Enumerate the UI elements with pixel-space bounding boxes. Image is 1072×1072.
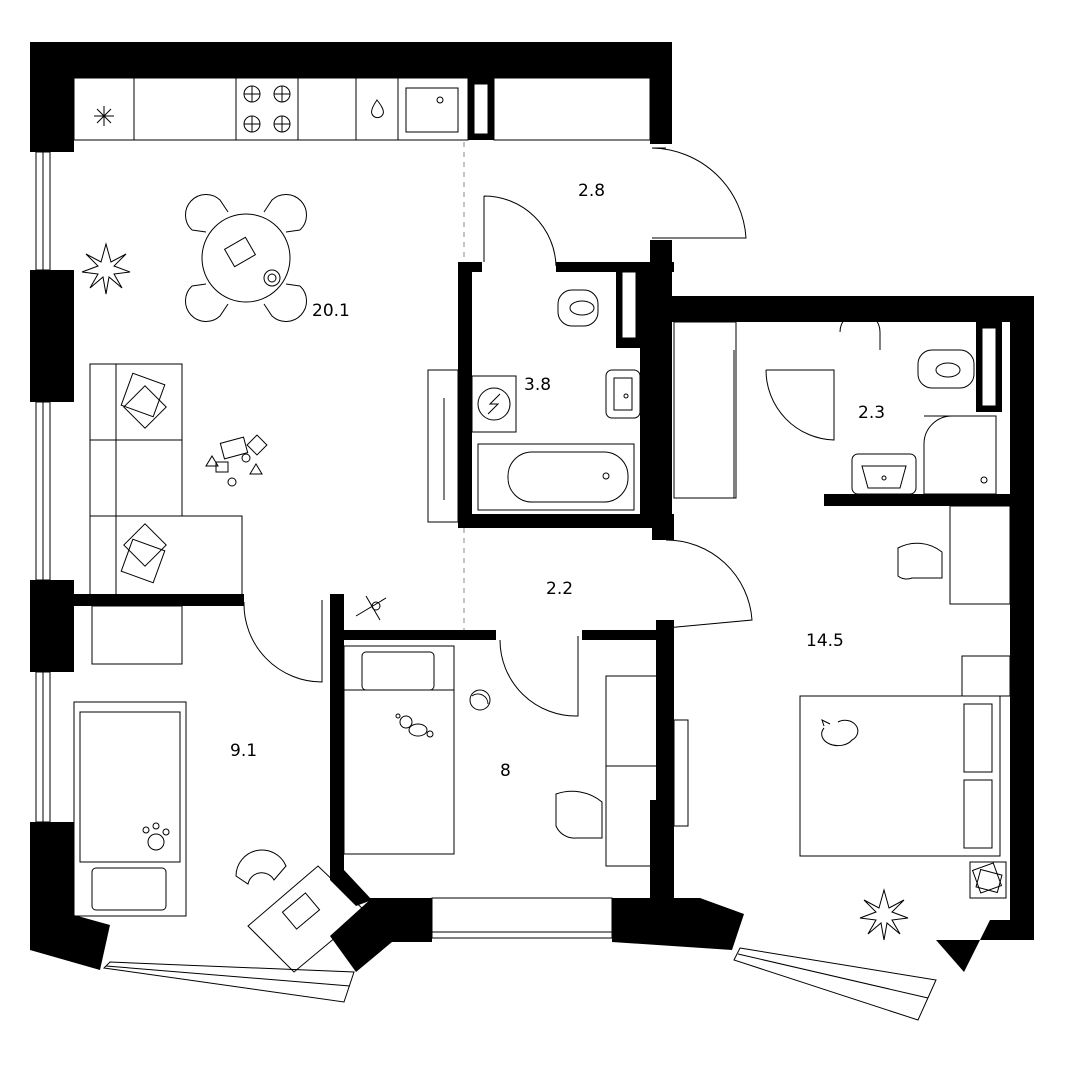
main-desk — [949, 505, 1011, 605]
sink-icon — [371, 99, 384, 119]
room-area-hall-top: 2.8 — [578, 181, 605, 201]
entrance-door[interactable] — [651, 147, 747, 239]
room-area-wc: 2.3 — [858, 403, 885, 423]
plant-icon — [81, 242, 131, 295]
desk-icon — [247, 865, 367, 973]
sofa-icon — [89, 363, 243, 597]
pawprint — [142, 822, 170, 851]
main-bed — [799, 655, 1011, 857]
bath-sink — [605, 369, 641, 419]
walls — [30, 42, 1034, 972]
bed-icon — [73, 701, 187, 917]
left-bedroom-door[interactable] — [243, 600, 323, 683]
wc-door[interactable] — [765, 369, 835, 441]
teddy-icon — [395, 713, 434, 738]
room-area-main: 14.5 — [806, 631, 844, 651]
washing-machine-icon — [427, 369, 517, 523]
room-area-hall-center: 2.2 — [546, 579, 573, 599]
room-area-living: 20.1 — [312, 301, 350, 321]
kids-desk — [605, 675, 665, 867]
windows — [35, 77, 937, 1021]
ball-icon — [469, 689, 491, 711]
shower-icon — [923, 415, 997, 495]
bathtub-icon — [477, 443, 635, 511]
tv-unit — [673, 719, 689, 827]
dining-table-icon — [185, 194, 307, 322]
chair-icon — [235, 849, 287, 885]
plane-toy-icon — [355, 595, 387, 621]
toilet-icon — [557, 289, 599, 327]
snowflake-icon — [94, 106, 114, 126]
kids-bed — [343, 645, 455, 855]
wc-sink — [851, 453, 917, 495]
kids-door[interactable] — [499, 636, 579, 717]
room-area-left-bedroom: 9.1 — [230, 741, 257, 761]
hob-icon — [235, 77, 299, 141]
sink-basin — [405, 87, 459, 133]
cat-icon — [821, 719, 859, 747]
wardrobe-left — [91, 605, 183, 665]
bathroom-door[interactable] — [483, 195, 557, 267]
main-chair — [897, 542, 943, 580]
main-bedroom-door[interactable] — [665, 539, 753, 629]
toys-icon — [205, 434, 268, 487]
room-area-kids: 8 — [500, 761, 511, 781]
books-icon — [969, 861, 1007, 899]
kitchen-counter — [73, 77, 469, 141]
kids-chair — [555, 790, 603, 839]
wc-toilet — [917, 349, 975, 389]
wardrobe — [673, 296, 763, 499]
plant-main — [859, 888, 909, 941]
room-area-bathroom: 3.8 — [524, 375, 551, 395]
